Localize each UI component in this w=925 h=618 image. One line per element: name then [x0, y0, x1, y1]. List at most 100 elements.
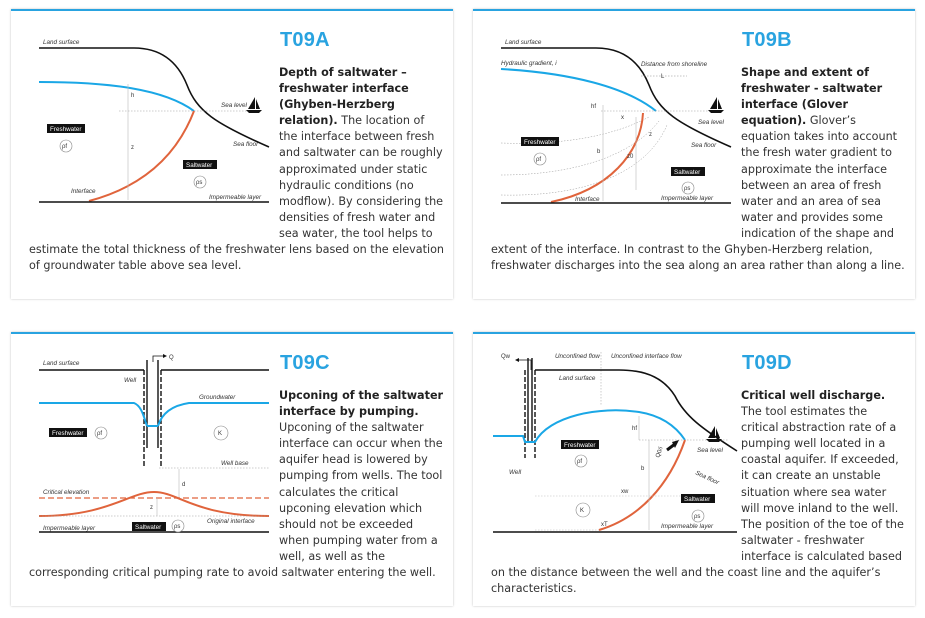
flow-line: [500, 116, 650, 144]
rho-f-label: ρf: [536, 157, 541, 163]
b-label: b: [641, 466, 645, 472]
tool-title: Upconing of the saltwater interface by p…: [279, 389, 444, 419]
sea-level-label: Sea level: [697, 447, 724, 454]
distance-label: Distance from shoreline: [641, 61, 708, 68]
z0-label: z0: [627, 154, 634, 160]
sea-level-label: Sea level: [698, 119, 725, 126]
tool-description: Depth of saltwater – freshwater interfac…: [29, 65, 444, 274]
rho-s-circle: [171, 519, 185, 533]
saltwater-tag: [681, 494, 715, 503]
tool-body: Upconing of the saltwater interface can …: [29, 421, 443, 580]
rho-f-circle: [59, 139, 73, 153]
tool-body: The location of the interface between fr…: [29, 114, 445, 273]
freshwater-label: Freshwater: [564, 442, 596, 449]
saltwater-label: Saltwater: [684, 496, 710, 503]
impermeable-label: Impermeable layer: [661, 195, 714, 202]
land-surface-label: Land surface: [559, 375, 596, 382]
interface-curve: [88, 110, 195, 202]
saltwater-tag: [671, 167, 705, 176]
sea-floor-label: Sea floor: [691, 142, 717, 149]
diagram-upconing: Land surface Q Well Groundwater Freshwat…: [38, 354, 270, 533]
saltwater-label: Saltwater: [674, 169, 700, 176]
flow-line: [500, 120, 660, 176]
rho-f-label: ρf: [97, 431, 102, 437]
impermeable-label: Impermeable layer: [209, 194, 262, 201]
interface-curve: [598, 439, 686, 531]
b-label: b: [597, 149, 601, 155]
tool-card-t09d[interactable]: Qw Unconfined flow Unconfined interface …: [473, 332, 915, 606]
tool-card-t09c[interactable]: Land surface Q Well Groundwater Freshwat…: [11, 332, 453, 606]
groundwater-label: Groundwater: [199, 394, 236, 401]
tool-title: Critical well discharge.: [741, 389, 886, 402]
well-label: Well: [509, 469, 522, 476]
L-label: L: [661, 74, 665, 80]
freshwater-tag: [561, 440, 599, 449]
tool-code: T09D: [742, 352, 792, 374]
tool-title: Depth of saltwater – freshwater interfac…: [279, 66, 409, 128]
water-table-line: [493, 409, 686, 443]
Qw-label: Qw: [501, 354, 511, 360]
rho-f-circle: [94, 426, 108, 440]
water-table-line: [38, 81, 195, 112]
land-surface-label: Land surface: [43, 39, 80, 46]
critical-elevation-label: Critical elevation: [43, 489, 90, 496]
land-surface-line: [39, 47, 270, 148]
diagram-ghyben-herzberg: Land surface Sea level Sea floor Imperme…: [38, 39, 270, 203]
tool-code: T09B: [742, 29, 792, 51]
hf-label: hf: [591, 104, 596, 110]
well-label: Well: [124, 377, 137, 384]
freshwater-tag: [49, 428, 87, 437]
saltwater-label: Saltwater: [135, 524, 161, 531]
tool-card-t09b[interactable]: Land surface Hydraulic gradient, i Dista…: [473, 9, 915, 299]
sea-level-label: Sea level: [221, 102, 248, 109]
impermeable-label: Impermeable layer: [43, 525, 96, 532]
land-surface-label: Land surface: [43, 360, 80, 367]
hydraulic-gradient-label: Hydraulic gradient, i: [501, 60, 557, 67]
hf-label: hf: [632, 426, 637, 432]
K-circle: [575, 502, 591, 518]
rho-s-circle: [691, 509, 705, 523]
pumping-arrow: [152, 355, 163, 362]
z-label: z: [150, 505, 153, 511]
h-label: h: [131, 93, 134, 99]
rho-f-label: ρf: [577, 459, 582, 465]
saltwater-tag: [132, 522, 166, 531]
rho-s-circle: [681, 181, 695, 195]
rho-s-label: ρs: [196, 180, 202, 186]
interface-label: Interface: [575, 196, 600, 203]
rho-s-label: ρs: [174, 524, 180, 530]
diagram-glover: Land surface Hydraulic gradient, i Dista…: [500, 39, 732, 204]
tool-card-t09a[interactable]: Land surface Sea level Sea floor Imperme…: [11, 9, 453, 299]
diagram-critical-well-discharge: Qw Unconfined flow Unconfined interface …: [493, 352, 738, 533]
tool-description: Upconing of the saltwater interface by p…: [29, 388, 444, 581]
freshwater-tag: [521, 137, 559, 146]
water-table-line: [157, 402, 269, 427]
tool-body: Glover’s equation takes into account the…: [491, 114, 905, 273]
tool-description: Critical well discharge. The tool estima…: [491, 388, 906, 597]
saltwater-tag: [183, 160, 217, 169]
water-table-line: [39, 402, 148, 427]
z-label: z: [131, 145, 134, 151]
well-base-label: Well base: [221, 460, 249, 467]
saltwater-label: Saltwater: [186, 162, 212, 169]
land-surface-line: [501, 47, 732, 148]
interface-curve: [38, 490, 270, 517]
xw-label: xw: [621, 489, 629, 495]
freshwater-label: Freshwater: [52, 430, 84, 437]
water-table-line: [500, 68, 657, 112]
freshwater-label: Freshwater: [50, 126, 82, 133]
interface-label: Interface: [71, 188, 96, 195]
rho-s-label: ρs: [684, 186, 690, 192]
rho-f-circle: [533, 152, 547, 166]
sailboat-icon: [246, 97, 262, 113]
unconfined-flow-label: Unconfined flow: [555, 353, 600, 360]
tool-title: Shape and extent of freshwater - saltwat…: [741, 66, 883, 128]
K-label: K: [580, 508, 584, 514]
rho-s-label: ρs: [694, 514, 700, 520]
freshwater-label: Freshwater: [524, 139, 556, 146]
flow-line: [500, 124, 668, 196]
rho-s-circle: [193, 175, 207, 189]
impermeable-label: Impermeable layer: [661, 523, 714, 530]
sea-floor-label: Sea floor: [233, 141, 259, 148]
tool-body: The tool estimates the critical abstract…: [491, 405, 904, 596]
